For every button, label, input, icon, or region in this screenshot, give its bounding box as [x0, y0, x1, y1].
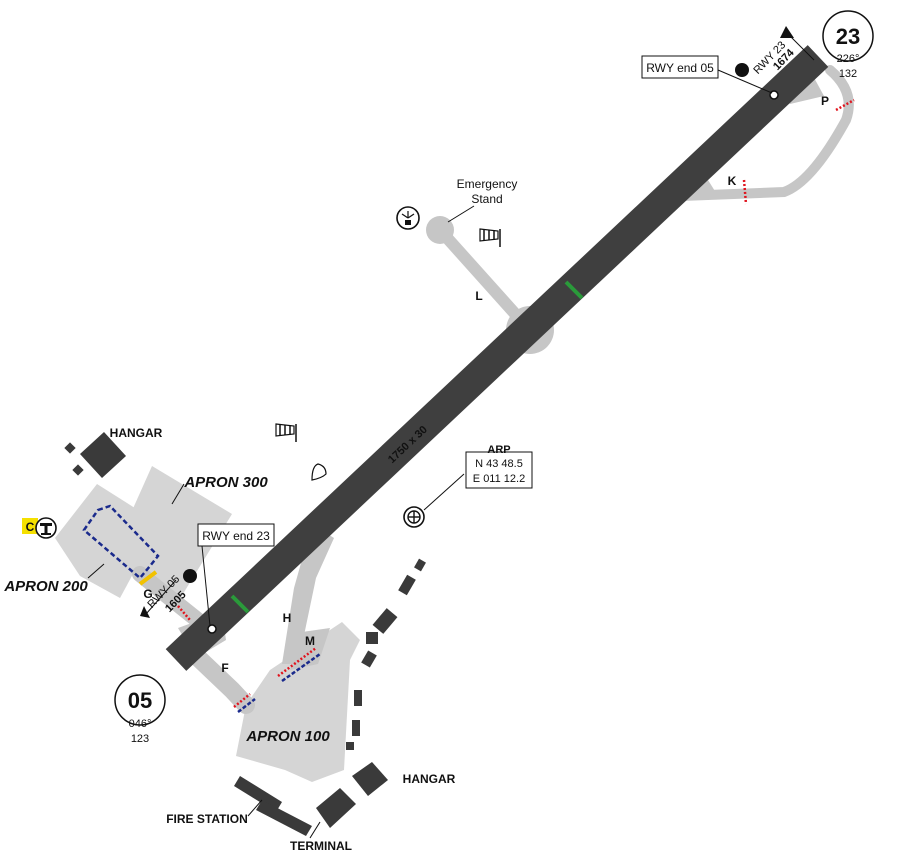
building-east-8 — [346, 742, 354, 750]
runway-green-marker-south — [230, 594, 250, 614]
runway-05-bearing: 046° — [129, 718, 152, 730]
arp-icon — [403, 506, 425, 528]
runway-05-elevation: 123 — [131, 733, 149, 745]
building-east-3 — [372, 608, 398, 634]
control-tower-icon — [35, 517, 57, 539]
fire-station — [234, 776, 282, 812]
tower-badge — [22, 518, 38, 534]
rwy-23-arrow-icon — [780, 26, 794, 38]
holding-point-f-blue — [237, 698, 256, 713]
apron-300-label: APRON 300 — [183, 474, 268, 491]
runway-23-elevation: 132 — [839, 68, 857, 80]
building-east-2 — [414, 558, 426, 572]
taxiway-p-label: P — [821, 94, 829, 108]
runway — [165, 45, 829, 671]
holding-point-f-red — [233, 693, 251, 708]
apron-100-label: APRON 100 — [245, 728, 330, 745]
arp-title: ARP — [487, 444, 510, 456]
rwy-end-05-callout: RWY end 05 — [646, 61, 714, 75]
emergency-stand-label-line2: Stand — [471, 192, 502, 206]
taxiway-g-label: G — [143, 587, 152, 601]
holding-point-g-yellow — [138, 570, 158, 586]
emergency-stand-pad — [426, 216, 454, 244]
hangar-west-label: HANGAR — [110, 426, 163, 440]
landmark-icon — [311, 463, 327, 481]
building-west-small-1 — [64, 442, 76, 454]
apron-300-leader — [171, 483, 185, 505]
terminal-annex — [256, 800, 312, 836]
runway-end-23-point — [207, 624, 217, 634]
runway-05-badge: 05 — [114, 674, 166, 726]
taxiway-h-label: H — [283, 611, 292, 625]
rwy-05-bracket — [145, 579, 177, 615]
building-east-6 — [354, 690, 362, 706]
windsock-icon — [479, 228, 501, 247]
taxiway-l-label: L — [475, 289, 482, 303]
arp-longitude: E 011 12.2 — [473, 473, 525, 485]
runway-23-designator: 23 — [836, 24, 860, 49]
rwy-end-05-callout-box — [641, 55, 719, 79]
taxiway-m — [290, 628, 330, 670]
holding-point-k — [742, 179, 748, 205]
taxiway-f — [181, 641, 255, 714]
hangar-east-label: HANGAR — [403, 772, 456, 786]
rwy-end-23-callout: RWY end 23 — [202, 529, 270, 543]
runway-05-designator: 05 — [128, 688, 152, 713]
apron-100 — [236, 622, 360, 782]
taxiway-f-label: F — [221, 661, 228, 675]
building-east-4 — [366, 632, 378, 644]
rwy-05-marker-icon — [183, 569, 197, 583]
rwy-23-marker-number: 1 — [739, 66, 745, 77]
taxiway-m-label: M — [305, 634, 315, 648]
taxiway-h — [282, 524, 334, 664]
emergency-stand-leader — [447, 205, 475, 223]
rwy-23-marker-icon — [735, 63, 749, 77]
rwy-end-23-callout-box — [197, 523, 275, 547]
apron-stand-outline — [82, 504, 160, 580]
tower-badge-letter: C — [26, 520, 35, 534]
building-east-1 — [398, 574, 416, 596]
hangar-east — [352, 762, 388, 796]
building-east-5 — [361, 650, 377, 668]
hangar-west — [80, 432, 126, 478]
fire-station-leader — [247, 799, 263, 817]
runway-23-badge: 23 — [822, 10, 874, 62]
arp-box — [465, 451, 533, 489]
holding-point-p — [835, 98, 855, 112]
taxiway-k-label: K — [728, 174, 737, 188]
runway-23-bearing: 226° — [837, 53, 860, 65]
taxiway-k-p-loop — [677, 65, 854, 201]
windsock-icon — [275, 423, 297, 442]
terminal-building — [316, 788, 356, 828]
holding-point-m-blue — [281, 652, 321, 683]
arp-leader — [423, 473, 465, 511]
building-east-7 — [352, 720, 360, 736]
apron-200-label: APRON 200 — [3, 578, 88, 595]
taxiway-g — [132, 566, 208, 630]
rwy-end-05-leader — [717, 69, 773, 94]
building-west-small-2 — [72, 464, 84, 476]
apron-200-leader — [87, 563, 105, 579]
arp-latitude: N 43 48.5 — [475, 458, 523, 470]
rwy-05-arrow-icon — [140, 606, 150, 618]
rwy-23-bracket — [789, 35, 815, 61]
terminal-label: TERMINAL — [290, 839, 352, 853]
emergency-beacon-icon — [396, 206, 420, 230]
terminal-leader — [309, 821, 321, 839]
holding-point-g — [177, 605, 191, 621]
rwy-end-23-leader — [201, 545, 211, 627]
taxiway-l — [434, 224, 532, 332]
runway-green-marker-north — [564, 280, 584, 300]
emergency-stand-label-line1: Emergency — [457, 177, 518, 191]
rwy-05-marker-number: 1 — [187, 572, 193, 583]
fire-station-label: FIRE STATION — [166, 812, 248, 826]
